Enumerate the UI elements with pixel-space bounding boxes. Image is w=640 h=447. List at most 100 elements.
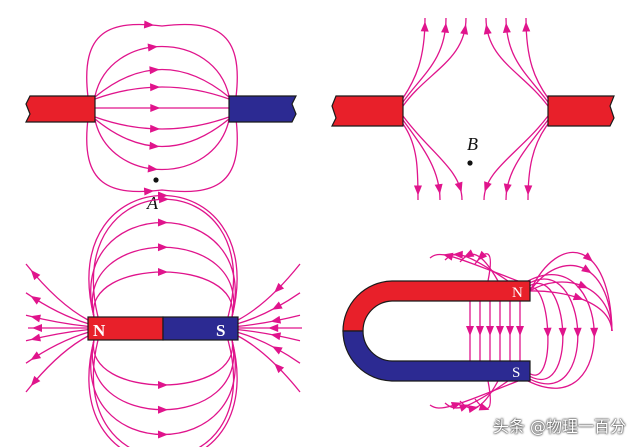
field-arrow [476, 326, 484, 336]
field-line [237, 263, 301, 321]
field-lines [429, 249, 613, 413]
magnet-left [331, 95, 404, 127]
field-line [94, 45, 230, 97]
field-line [483, 115, 549, 201]
field-line [90, 221, 236, 318]
field-line [237, 292, 301, 325]
panel-like-poles: B [331, 17, 615, 201]
field-arrow [30, 314, 41, 323]
field-arrow [157, 430, 168, 439]
horseshoe-north-label: N [512, 285, 523, 301]
point-a-marker [153, 177, 159, 183]
field-arrow [270, 315, 282, 324]
field-arrow [467, 405, 479, 413]
field-line [92, 198, 235, 318]
field-arrow [420, 21, 429, 32]
field-arrow [503, 183, 512, 194]
field-arrow [157, 243, 168, 252]
magnet-right [547, 95, 615, 127]
panel-opposite-poles: A [25, 20, 297, 213]
field-arrow [271, 346, 283, 355]
field-arrow [149, 141, 160, 150]
field-arrow [150, 83, 161, 92]
field-arrow [271, 301, 283, 310]
bar-south-half [162, 316, 239, 341]
field-line [93, 271, 233, 318]
field-lines [86, 20, 238, 196]
field-arrow [484, 181, 492, 193]
field-line [237, 331, 301, 364]
field-line [94, 86, 230, 100]
magnet-south-right [228, 95, 297, 123]
field-line [93, 339, 233, 386]
field-line [237, 335, 301, 393]
field-arrow [157, 381, 168, 390]
horseshoe-south-label: S [512, 365, 520, 381]
field-line [429, 380, 519, 409]
field-lines [25, 191, 302, 447]
watermark: 头条 @物理一百分 [492, 417, 626, 436]
field-arrow [441, 22, 450, 34]
field-line [459, 253, 499, 282]
field-arrow [524, 185, 533, 196]
field-arrow [434, 183, 443, 195]
field-arrow [30, 333, 41, 342]
field-line [86, 23, 238, 98]
field-arrow [32, 324, 42, 332]
field-line [529, 281, 613, 332]
field-arrow [274, 363, 285, 374]
horseshoe-south-arm [342, 330, 531, 382]
field-line [237, 328, 301, 342]
field-line [88, 194, 238, 318]
field-arrow [543, 327, 552, 338]
field-line [429, 253, 519, 282]
field-arrow [516, 326, 524, 336]
field-arrow [30, 269, 41, 281]
field-line [237, 314, 301, 328]
field-line [474, 380, 491, 410]
field-arrow [502, 22, 511, 33]
field-arrow [270, 332, 282, 341]
bar-north-label: N [93, 321, 106, 340]
field-arrow [466, 326, 474, 336]
field-arrow [577, 280, 589, 289]
field-arrow [159, 195, 170, 204]
field-line [94, 118, 230, 147]
panel-bar-magnet: N S [25, 191, 302, 447]
point-b-label: B [467, 134, 478, 154]
field-line [474, 253, 491, 282]
field-arrow [582, 252, 593, 262]
point-b-marker [467, 160, 473, 166]
field-line [92, 339, 235, 447]
field-arrow [478, 402, 490, 411]
field-arrow [454, 181, 463, 193]
field-arrow [452, 250, 463, 259]
field-arrow [477, 250, 488, 261]
field-line [94, 69, 230, 98]
field-lines [402, 17, 549, 201]
field-arrow [30, 351, 42, 361]
magnet-north-left [25, 95, 96, 123]
field-arrow [143, 20, 155, 29]
field-arrow [150, 124, 161, 133]
field-line [529, 251, 613, 332]
bar-south-label: S [216, 321, 225, 340]
field-arrow [572, 292, 584, 301]
field-line [94, 119, 230, 171]
horseshoe-north-arm [342, 280, 531, 332]
panel-horseshoe-magnet: N S [342, 249, 613, 413]
field-arrow [268, 324, 279, 332]
field-arrow [150, 104, 161, 112]
field-line [444, 253, 509, 282]
field-line [86, 118, 238, 193]
field-arrow [573, 327, 582, 338]
field-line [90, 339, 236, 436]
field-arrow [30, 295, 42, 305]
field-arrow [147, 43, 158, 52]
field-arrow [274, 282, 285, 293]
field-arrow [581, 264, 592, 274]
field-arrow [147, 164, 158, 173]
field-arrow [460, 24, 469, 35]
field-arrow [558, 327, 567, 338]
